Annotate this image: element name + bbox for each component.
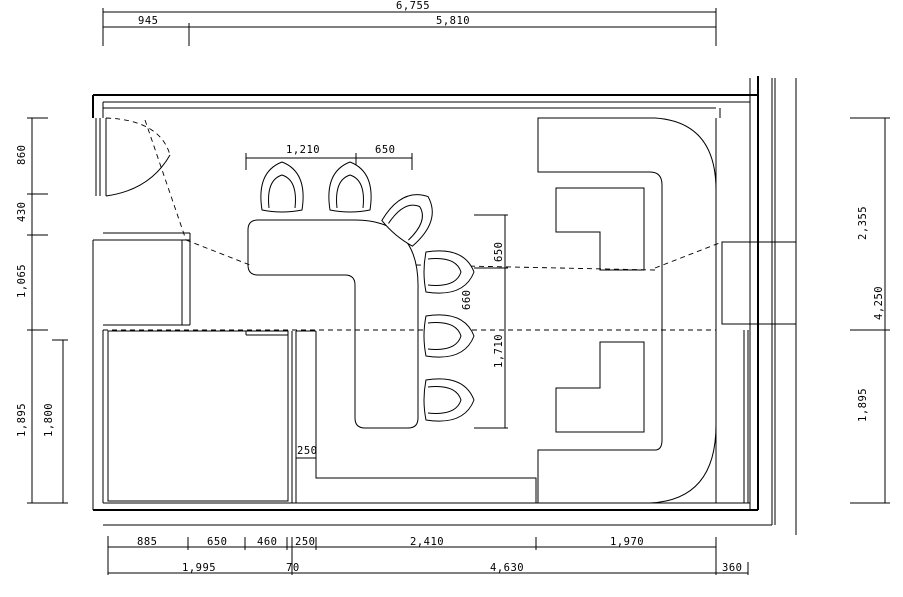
dim-bottom2-360: 360 xyxy=(722,562,742,574)
dim-left-860: 860 xyxy=(16,145,28,165)
dim-left-1065: 1,065 xyxy=(16,264,28,298)
counter-dimension-lines xyxy=(245,153,508,429)
dim-counter-step: 650 xyxy=(375,144,395,156)
bar-counter xyxy=(247,219,419,429)
bar-stool xyxy=(260,161,304,213)
bar-stools xyxy=(260,161,475,422)
entrance-door xyxy=(95,117,187,241)
dim-bottom-2410: 2,410 xyxy=(410,536,444,548)
dim-counter-length: 1,710 xyxy=(493,334,505,368)
dim-right-4250: 4,250 xyxy=(873,286,885,320)
inner-dim-250: 250 xyxy=(297,445,317,457)
left-room xyxy=(93,232,537,503)
dim-bottom-885: 885 xyxy=(137,536,157,548)
dim-bottom2-4630: 4,630 xyxy=(490,562,524,574)
bar-stool xyxy=(423,314,475,358)
bar-stool xyxy=(328,161,372,213)
bottom-dimension-lines xyxy=(103,490,797,575)
dim-left-1895: 1,895 xyxy=(16,403,28,437)
left-dimension-lines xyxy=(27,117,68,504)
bar-stool xyxy=(423,250,475,294)
back-counter xyxy=(537,117,717,504)
top-dimension-lines xyxy=(102,8,717,46)
dim-counter-width: 1,210 xyxy=(286,144,320,156)
bar-stool xyxy=(381,194,433,247)
dim-left-430: 430 xyxy=(16,202,28,222)
dim-counter-arm: 650 xyxy=(493,242,505,262)
dim-seat-spacing: 660 xyxy=(461,290,473,310)
dim-bottom-1970: 1,970 xyxy=(610,536,644,548)
dim-bottom2-1995: 1,995 xyxy=(182,562,216,574)
dim-left-1800: 1,800 xyxy=(43,403,55,437)
bar-stool xyxy=(423,378,475,422)
outer-walls xyxy=(92,76,797,525)
dim-bottom-650: 650 xyxy=(207,536,227,548)
dim-bottom2-70: 70 xyxy=(286,562,300,574)
dim-top-right: 5,810 xyxy=(436,15,470,27)
dim-bottom-250: 250 xyxy=(295,536,315,548)
dim-top-total: 6,755 xyxy=(396,0,430,12)
dim-bottom-460: 460 xyxy=(257,536,277,548)
wall-column xyxy=(721,241,797,325)
right-dimension-lines xyxy=(850,117,890,504)
dim-right-1895: 1,895 xyxy=(857,388,869,422)
dim-top-left: 945 xyxy=(138,15,158,27)
dim-right-2355: 2,355 xyxy=(857,206,869,240)
